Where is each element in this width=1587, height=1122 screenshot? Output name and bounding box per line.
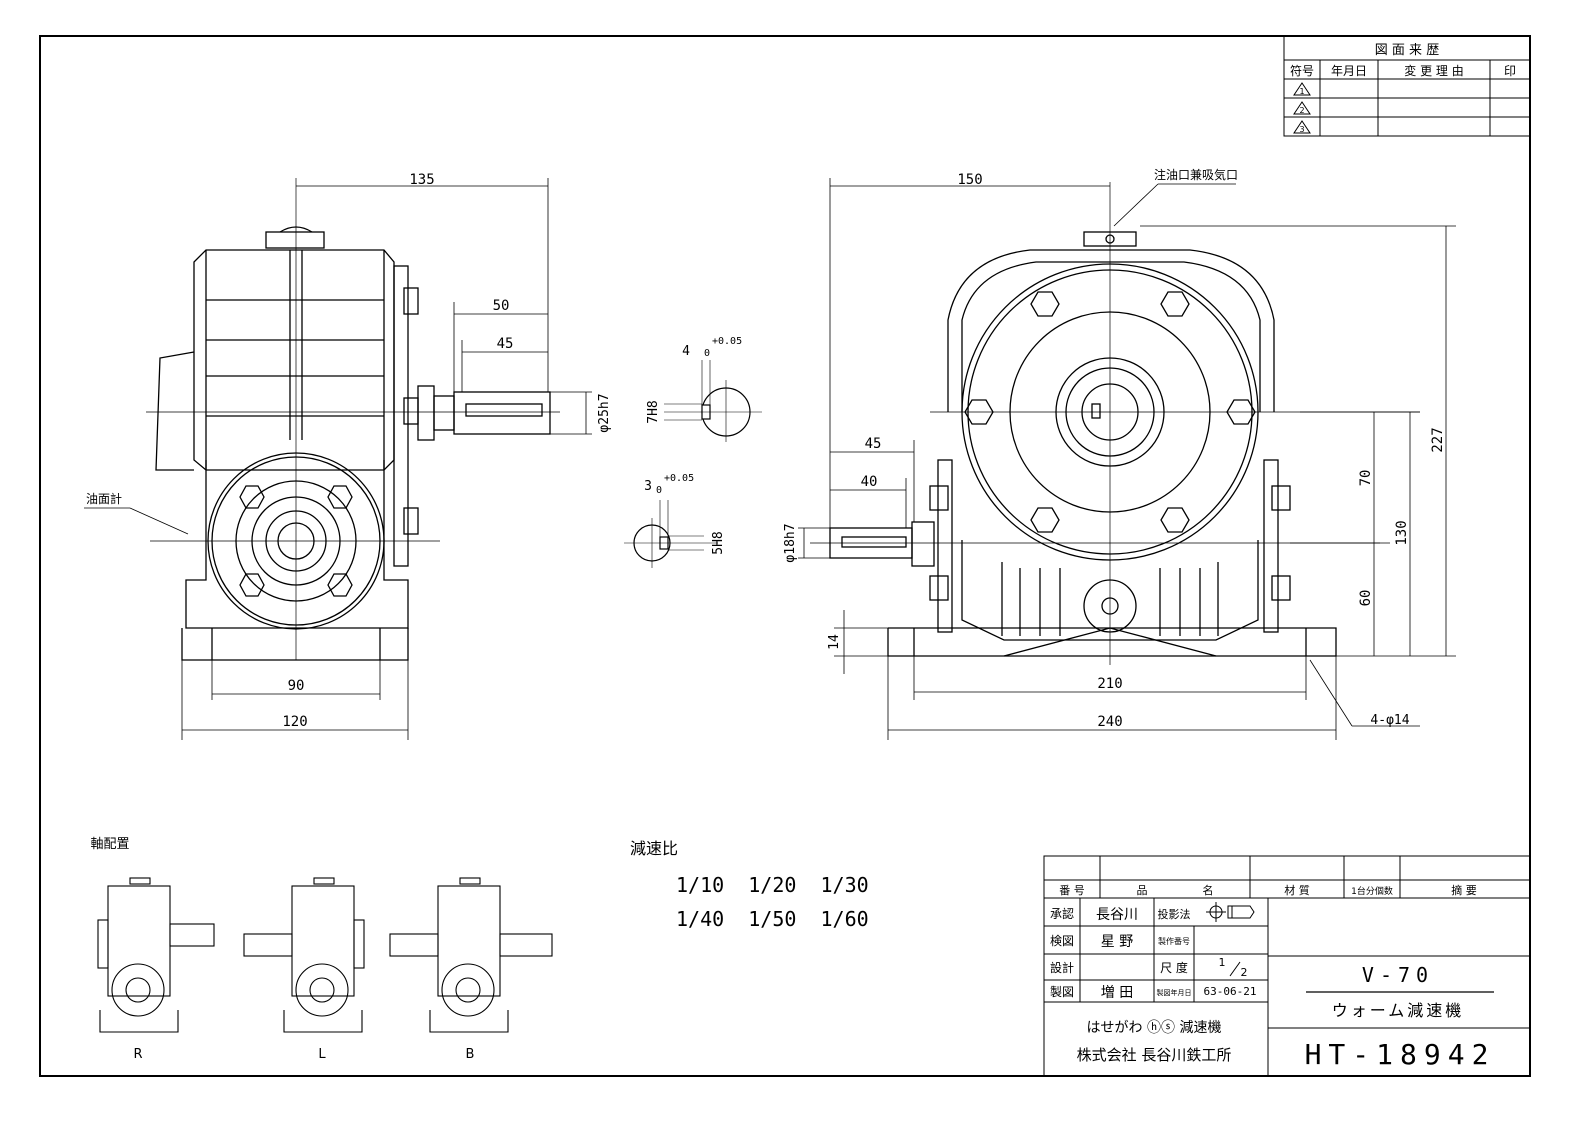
- tb-drawing-no: HT-18942: [1305, 1038, 1496, 1071]
- arrangement-title: 軸配置: [90, 837, 129, 852]
- rev-header-reason: 変 更 理 由: [1404, 63, 1463, 78]
- keyway-upper-tol: +0.05: [712, 336, 742, 347]
- tb-brand: はせがわ ⓗⓢ 減速機: [1087, 1019, 1222, 1036]
- dim-90: 90: [288, 678, 305, 694]
- keyway-upper-depth: 7H8: [646, 400, 661, 423]
- dim-holes: 4-φ14: [1370, 713, 1409, 728]
- tb-header-name2: 名: [1203, 883, 1214, 897]
- tb-header-name1: 品: [1137, 884, 1148, 897]
- tb-checked-label: 検図: [1050, 934, 1074, 948]
- tb-product-name: ウォーム減速機: [1332, 1001, 1465, 1020]
- ratios-row-1: 1/10 1/20 1/30: [676, 873, 869, 897]
- tb-scale-den: 2: [1241, 966, 1248, 979]
- arrangement-figures: [97, 877, 553, 1033]
- dim-50: 50: [493, 298, 510, 314]
- side-view: [810, 182, 1420, 665]
- dim-shaft-dia-18: φ18h7: [783, 523, 798, 562]
- keyway-lower-tol: +0.05: [664, 473, 694, 484]
- arrangement-label-b: B: [466, 1047, 475, 1062]
- title-block-grid: [1043, 855, 1531, 1077]
- keyway-upper-width: 4: [682, 344, 690, 359]
- tb-header-note: 摘 要: [1451, 883, 1477, 897]
- tb-scale-label: 尺 度: [1160, 960, 1188, 975]
- tb-approved-label: 承認: [1050, 906, 1074, 921]
- tb-scale-num: 1: [1219, 956, 1226, 969]
- tb-date-label: 製図年月日: [1157, 988, 1192, 997]
- ratios-row-2: 1/40 1/50 1/60: [676, 907, 869, 931]
- revision-table: [1283, 35, 1531, 137]
- dim-14: 14: [827, 634, 842, 650]
- dim-240: 240: [1097, 714, 1122, 730]
- tb-approved-by: 長谷川: [1096, 907, 1138, 923]
- dim-150: 150: [957, 172, 982, 188]
- dim-45-front: 45: [497, 336, 514, 352]
- tb-design-label: 設計: [1050, 960, 1074, 975]
- tb-header-material: 材 質: [1284, 883, 1310, 897]
- ratios-title: 減速比: [630, 839, 678, 858]
- dim-70: 70: [1358, 470, 1374, 487]
- dim-45-side: 45: [865, 436, 882, 452]
- tb-company: 株式会社 長谷川鉄工所: [1077, 1046, 1232, 1064]
- arrangement-label-l: L: [318, 1047, 326, 1062]
- label-oil-inlet: 注油口兼吸気口: [1154, 167, 1238, 182]
- rev-mark-3: 3: [1299, 125, 1304, 134]
- front-dim-lines: [84, 178, 592, 740]
- tb-prodno-label: 製作番号: [1158, 936, 1190, 946]
- tb-header-num: 番 号: [1059, 884, 1085, 897]
- rev-header-mark: 符号: [1290, 63, 1314, 78]
- dim-120: 120: [282, 714, 307, 730]
- rev-header-stamp: 印: [1504, 64, 1516, 78]
- front-view: [146, 178, 560, 661]
- tb-header-qty: 1台分個数: [1351, 885, 1393, 897]
- keyway-upper-tol0: 0: [704, 348, 710, 359]
- side-dim-lines: [798, 178, 1456, 740]
- dim-130: 130: [1394, 520, 1410, 545]
- rev-mark-1: 1: [1299, 87, 1304, 96]
- tb-drawn-by: 増 田: [1101, 985, 1133, 1001]
- tb-projection-label: 投影法: [1158, 907, 1191, 921]
- tb-product-code: V-70: [1362, 963, 1434, 987]
- arrangement-l-figure: [243, 877, 365, 1033]
- tb-date: 63-06-21: [1204, 985, 1257, 998]
- dim-60: 60: [1358, 590, 1374, 607]
- keyway-lower-tol0: 0: [656, 485, 662, 496]
- tb-drawn-label: 製図: [1050, 985, 1074, 999]
- arrangement-label-r: R: [133, 1047, 142, 1062]
- tb-checked-by: 星 野: [1101, 934, 1133, 950]
- arrangement-b-figure: [389, 877, 553, 1033]
- keyway-lower-depth: 5H8: [711, 531, 726, 554]
- dim-shaft-dia-25: φ25h7: [597, 393, 612, 432]
- keyway-details: [624, 360, 762, 568]
- arrangement-r-figure: [97, 877, 215, 1033]
- dim-135: 135: [409, 172, 434, 188]
- sheet-border: [39, 35, 1531, 1077]
- label-oil-gauge: 油面計: [86, 491, 122, 506]
- dim-210: 210: [1097, 676, 1122, 692]
- rev-mark-2: 2: [1299, 106, 1304, 115]
- keyway-lower-width: 3: [644, 479, 652, 494]
- rev-header-date: 年月日: [1331, 64, 1367, 78]
- tb-scale-slash: [1229, 961, 1241, 977]
- dim-40: 40: [861, 474, 878, 490]
- revision-title: 図 面 来 歴: [1375, 43, 1439, 58]
- dim-227: 227: [1430, 427, 1446, 452]
